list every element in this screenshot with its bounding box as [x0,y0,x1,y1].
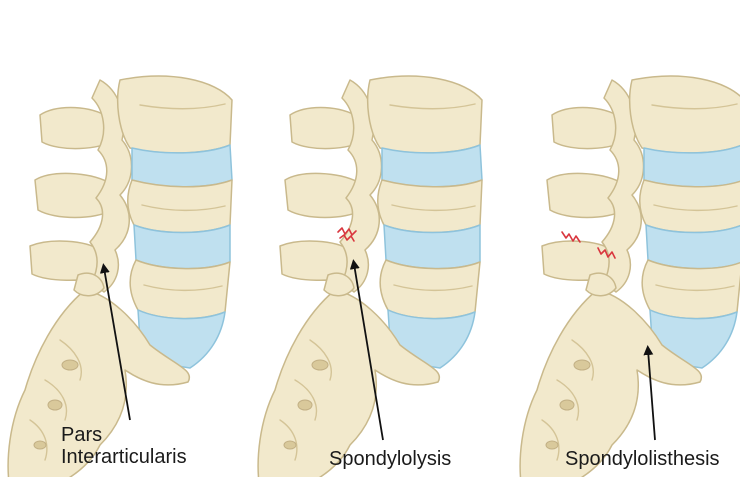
arrow-spondylolysis [349,259,384,441]
fracture-mark [337,227,357,242]
spine-spondylolisthesis [519,75,740,477]
label-spondylolysis: Spondylolysis [329,448,452,470]
spine-spondylolysis [257,75,483,477]
fracture-mark-right [597,247,616,259]
label-spondylolisthesis: Spondylolisthesis [565,448,720,470]
arrow-spondylolisthesis [643,345,656,441]
label-pars-line2: Interarticularis [61,446,187,468]
spine-normal [7,75,233,477]
fracture-mark-left [561,231,581,243]
label-pars-interarticularis: Pars Interarticularis [61,424,187,468]
arrow-pars [99,263,131,421]
label-pars-line1: Pars [61,424,103,446]
